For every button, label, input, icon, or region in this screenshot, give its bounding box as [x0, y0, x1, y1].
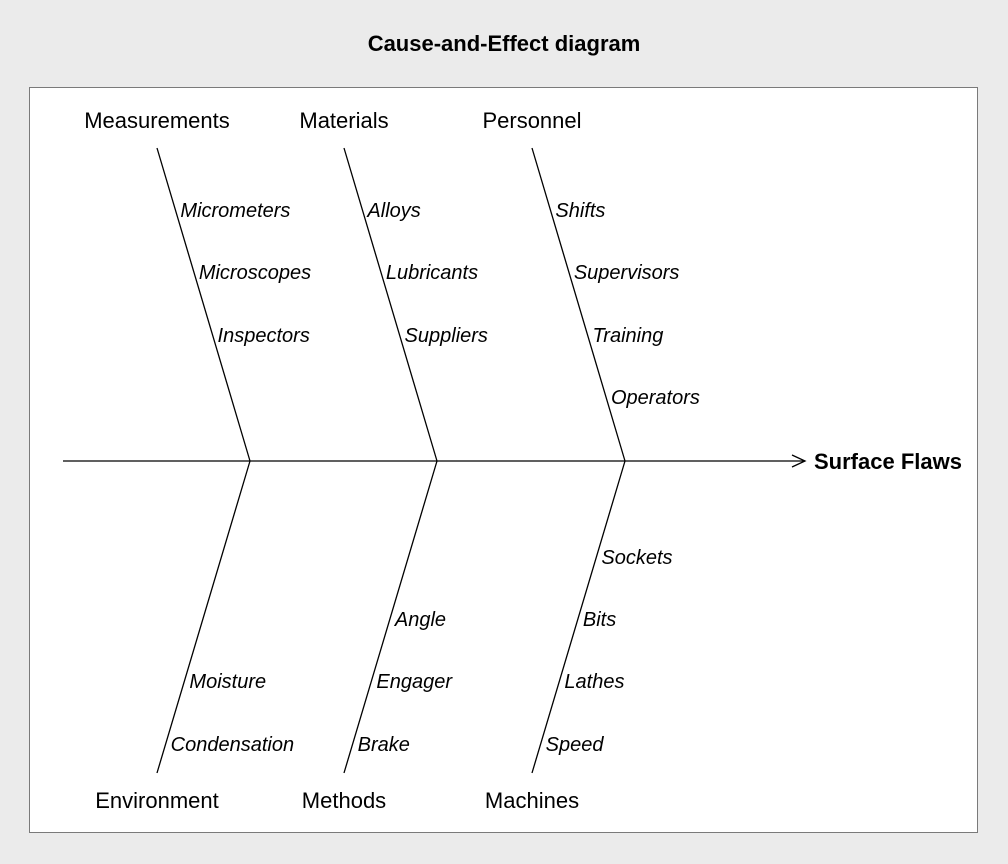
cause-label-brake: Brake	[358, 734, 410, 756]
category-label-methods: Methods	[302, 788, 386, 813]
bone-environment	[156, 460, 251, 774]
cause-label-suppliers: Suppliers	[405, 325, 488, 347]
cause-label-microscopes: Microscopes	[199, 262, 311, 284]
cause-label-operators: Operators	[611, 387, 700, 409]
bone-methods	[343, 460, 438, 774]
cause-label-alloys: Alloys	[366, 200, 420, 222]
diagram-title: Cause-and-Effect diagram	[367, 31, 641, 56]
cause-label-bits: Bits	[583, 609, 616, 631]
cause-label-moisture: Moisture	[189, 671, 266, 693]
spine-arrowhead	[791, 454, 807, 468]
category-label-personnel: Personnel	[482, 108, 581, 133]
effect-label: Surface Flaws	[814, 449, 962, 474]
category-label-machines: Machines	[485, 788, 579, 813]
bone-personnel	[531, 147, 626, 462]
cause-label-lubricants: Lubricants	[386, 262, 478, 284]
category-label-measurements: Measurements	[84, 108, 230, 133]
cause-label-supervisors: Supervisors	[574, 262, 680, 284]
cause-label-engager: Engager	[376, 671, 453, 693]
bone-materials	[343, 147, 438, 462]
bone-measurements	[156, 147, 251, 462]
cause-label-angle: Angle	[394, 609, 446, 631]
bone-machines	[531, 460, 626, 774]
cause-label-shifts: Shifts	[555, 200, 605, 222]
category-label-materials: Materials	[299, 108, 388, 133]
cause-label-training: Training	[593, 325, 664, 347]
cause-label-sockets: Sockets	[601, 547, 672, 569]
cause-label-inspectors: Inspectors	[218, 325, 310, 347]
cause-label-speed: Speed	[546, 734, 605, 756]
category-label-environment: Environment	[95, 788, 219, 813]
cause-label-lathes: Lathes	[564, 671, 624, 693]
cause-label-micrometers: Micrometers	[180, 200, 290, 222]
cause-label-condensation: Condensation	[171, 734, 294, 756]
diagram-panel	[29, 87, 978, 833]
